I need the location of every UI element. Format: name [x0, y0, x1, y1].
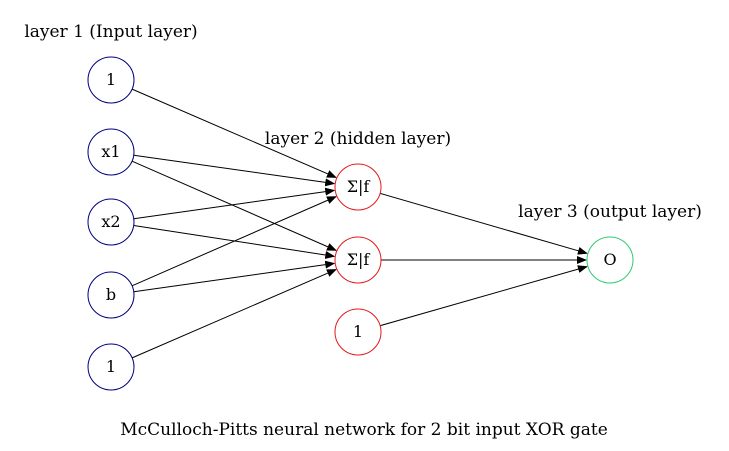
edge-hidden-0-to-output-0 [379, 192, 588, 255]
edge-hidden-2-to-output-0 [379, 265, 588, 327]
input-layer-title: layer 1 (Input layer) [24, 22, 197, 42]
edge-input-4-to-hidden-1 [131, 269, 337, 359]
input-node-4 [87, 343, 135, 391]
input-node-label-3: b [106, 285, 116, 304]
output-layer-title: layer 3 (output layer) [518, 202, 702, 222]
input-node-2 [87, 198, 135, 246]
hidden-node-2 [334, 308, 382, 356]
hidden-layer-title: layer 2 (hidden layer) [265, 129, 451, 149]
input-node-3 [87, 271, 135, 319]
hidden-node-1 [334, 236, 382, 284]
hidden-node-label-0: Σ|f [347, 177, 371, 196]
hidden-node-0 [334, 163, 382, 211]
edges-group [131, 88, 588, 359]
input-node-label-0: 1 [106, 70, 116, 89]
output-node-0 [586, 236, 634, 284]
edge-input-3-to-hidden-0 [131, 196, 337, 287]
input-node-label-2: x2 [101, 212, 120, 231]
edge-input-1-to-hidden-0 [133, 154, 336, 187]
input-node-label-1: x1 [101, 142, 120, 161]
hidden-node-label-1: Σ|f [347, 250, 371, 269]
diagram-caption: McCulloch-Pitts neural network for 2 bit… [120, 420, 608, 440]
input-node-label-4: 1 [106, 357, 116, 376]
edge-input-1-to-hidden-1 [131, 160, 337, 251]
hidden-node-label-2: 1 [353, 322, 363, 341]
edge-input-3-to-hidden-1 [133, 260, 336, 293]
edge-input-2-to-hidden-0 [133, 187, 336, 220]
input-node-0 [87, 56, 135, 104]
input-node-1 [87, 128, 135, 176]
output-node-label-0: O [603, 250, 616, 269]
edge-input-0-to-hidden-0 [131, 88, 337, 178]
